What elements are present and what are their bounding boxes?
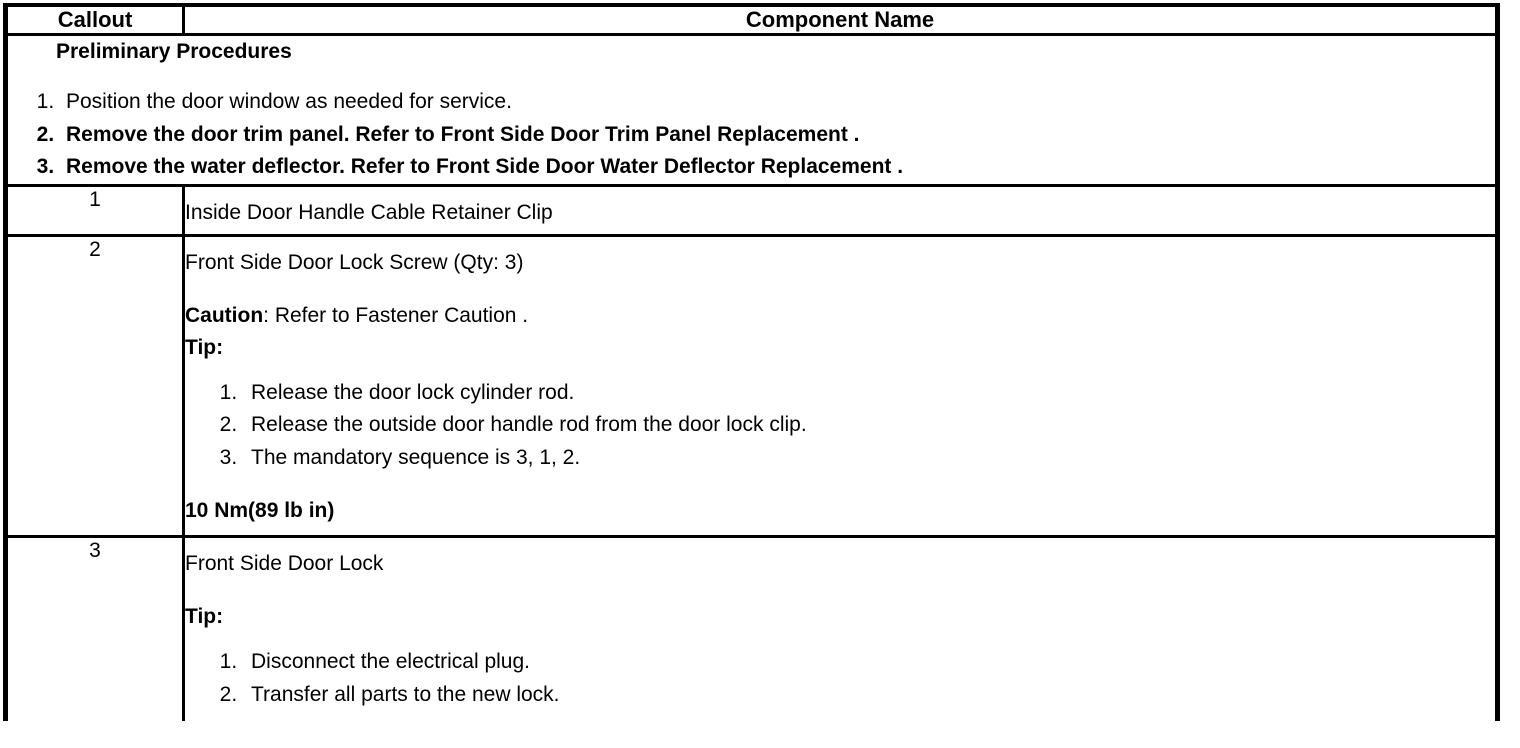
table-row: 1 Inside Door Handle Cable Retainer Clip xyxy=(5,185,1498,237)
component-cell: Front Side Door Lock Tip: Disconnect the… xyxy=(183,536,1498,722)
tip-label: Tip: xyxy=(185,605,224,629)
tip-list: Release the door lock cylinder rod. Rele… xyxy=(185,377,1495,475)
spacer xyxy=(185,577,1495,599)
tip-list: Disconnect the electrical plug. Transfer… xyxy=(185,646,1495,711)
list-item: The mandatory sequence is 3, 1, 2. xyxy=(243,442,1495,475)
component-cell: Front Side Door Lock Screw (Qty: 3) Caut… xyxy=(183,235,1498,538)
caution-text: : Refer to Fastener Caution . xyxy=(263,304,529,328)
callout-number: 3 xyxy=(5,536,185,722)
preliminary-procedures-row: Preliminary Procedures Position the door… xyxy=(5,34,1498,187)
list-item: Transfer all parts to the new lock. xyxy=(243,679,1495,712)
caution-label: Caution xyxy=(185,304,264,328)
caution-note: Caution: Refer to Fastener Caution . xyxy=(185,302,1495,329)
column-header-component-name: Component Name xyxy=(183,5,1498,36)
spacer xyxy=(185,276,1495,298)
column-header-callout: Callout xyxy=(5,5,185,36)
table-row: 3 Front Side Door Lock Tip: Disconnect t… xyxy=(5,536,1498,722)
table-row: 2 Front Side Door Lock Screw (Qty: 3) Ca… xyxy=(5,235,1498,538)
preliminary-procedures-cell: Preliminary Procedures Position the door… xyxy=(5,34,1498,187)
list-item: Remove the door trim panel. Refer to Fro… xyxy=(60,119,1495,152)
callout-number: 2 xyxy=(5,235,185,538)
table-header-row: Callout Component Name xyxy=(5,5,1498,36)
list-item: Position the door window as needed for s… xyxy=(60,86,1495,119)
list-item: Disconnect the electrical plug. xyxy=(243,646,1495,679)
list-item: Release the door lock cylinder rod. xyxy=(243,377,1495,410)
preliminary-procedures-list: Position the door window as needed for s… xyxy=(8,86,1495,184)
table-body: Preliminary Procedures Position the door… xyxy=(5,34,1498,722)
preliminary-procedures-title: Preliminary Procedures xyxy=(56,40,292,63)
list-item: Remove the water deflector. Refer to Fro… xyxy=(60,151,1495,184)
service-procedure-table: Callout Component Name Preliminary Proce… xyxy=(3,3,1500,722)
table-header: Callout Component Name xyxy=(5,5,1498,36)
component-title: Front Side Door Lock Screw (Qty: 3) xyxy=(185,250,524,274)
torque-specification: 10 Nm(89 lb in) xyxy=(185,499,335,523)
callout-number: 1 xyxy=(5,185,185,237)
component-title: Front Side Door Lock xyxy=(185,551,384,575)
component-cell: Inside Door Handle Cable Retainer Clip xyxy=(183,185,1498,237)
tip-label: Tip: xyxy=(185,335,224,359)
component-title: Inside Door Handle Cable Retainer Clip xyxy=(185,200,553,224)
list-item: Release the outside door handle rod from… xyxy=(243,409,1495,442)
